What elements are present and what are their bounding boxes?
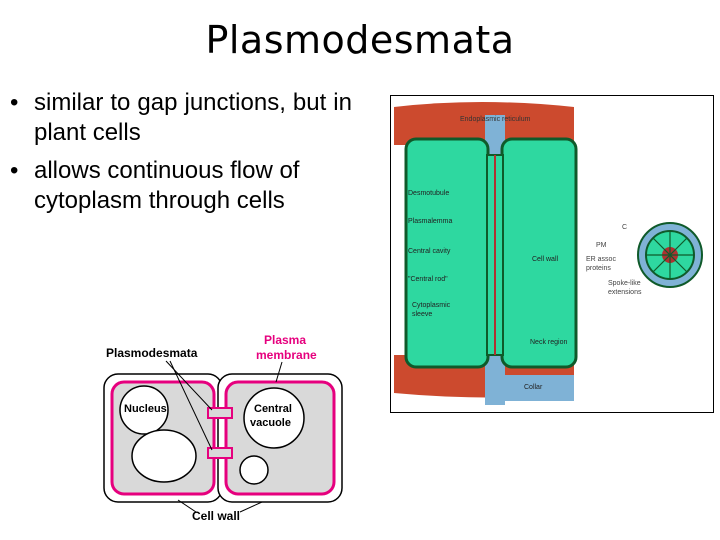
spoke-extensions — [646, 231, 694, 279]
label-er-assoc: ER assoc — [586, 256, 616, 263]
label-cell-wall: Cell wall — [532, 256, 559, 263]
label-plasmodesmata: Plasmodesmata — [106, 346, 198, 360]
label-nucleus: Nucleus — [124, 403, 167, 415]
label-vacuole: vacuole — [250, 417, 291, 429]
plant-cells-diagram: Plasmodesmata Plasma membrane Nucleus Ce… — [103, 333, 343, 523]
nucleus — [119, 385, 169, 435]
label-cytoplasmic: Cytoplasmic — [412, 302, 451, 309]
small-vacuole — [239, 455, 269, 485]
label-pm: PM — [596, 242, 607, 249]
collar-region — [490, 375, 574, 401]
central-vacuole — [243, 387, 305, 449]
label-desmotubule: Desmotubule — [408, 190, 449, 197]
label-collar: Collar — [524, 384, 543, 391]
pointer-line — [275, 361, 283, 383]
er-top-band — [394, 102, 574, 145]
label-er: Endoplasmic reticulum — [460, 116, 531, 123]
label-plasmalemma: Plasmalemma — [408, 218, 452, 225]
vacuole — [131, 429, 197, 483]
label-proteins: proteins — [586, 265, 611, 272]
label-plasma: Plasma — [264, 333, 306, 347]
label-membrane: membrane — [256, 348, 317, 362]
label-central: Central — [254, 403, 292, 415]
pointer-line — [239, 501, 263, 513]
slide-title: Plasmodesmata — [205, 18, 515, 62]
label-neck: Neck region — [530, 339, 567, 346]
bullet-item: similar to gap junctions, but in plant c… — [8, 88, 352, 148]
label-cell-wall: Cell wall — [192, 509, 240, 523]
pointer-line — [177, 499, 197, 513]
plasmodesma-structure-diagram: Endoplasmic reticulum Desmotubule Plasma… — [390, 95, 714, 413]
plasmodesma-channel — [207, 447, 233, 459]
label-spoke: Spoke-like — [608, 280, 641, 287]
label-c: C — [622, 224, 627, 231]
label-extensions: extensions — [608, 289, 642, 296]
bullet-list: similar to gap junctions, but in plant c… — [8, 88, 352, 224]
plasmodesma-channel — [207, 407, 233, 419]
bullet-item: allows continuous flow of cytoplasm thro… — [8, 156, 352, 216]
label-central-rod: "Central rod" — [408, 276, 448, 283]
label-central-cavity: Central cavity — [408, 248, 451, 255]
pointer-line — [169, 360, 213, 451]
right-cytoplasm — [500, 137, 578, 369]
label-sleeve: sleeve — [412, 311, 432, 318]
